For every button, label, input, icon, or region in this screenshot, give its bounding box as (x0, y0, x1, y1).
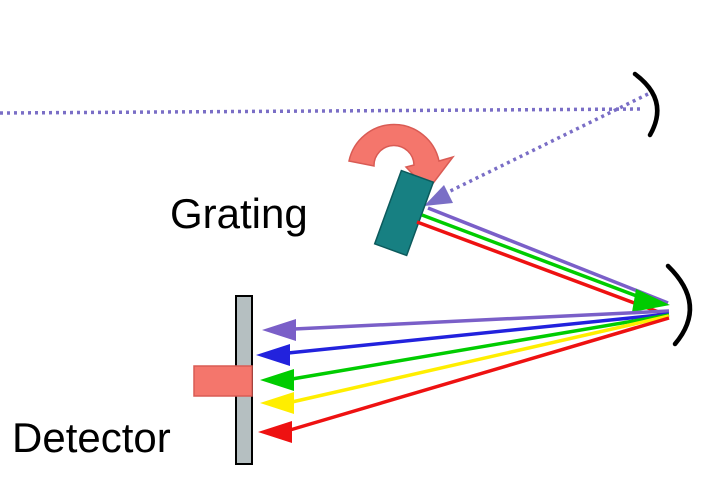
spectral-arrowhead-yellow (260, 392, 294, 414)
spectral-ray-red (289, 316, 670, 432)
rotation-arrow (348, 123, 455, 192)
beam-arrowhead-purple (424, 185, 453, 206)
mirror-to-grating-beam-dotted (435, 92, 649, 200)
spectral-ray-purple (293, 309, 670, 331)
spectral-arrowhead-red (258, 421, 292, 443)
spectral-arrowhead-blue (256, 344, 290, 366)
collimating-mirror (632, 71, 660, 138)
grating-label: Grating (170, 190, 308, 237)
focusing-mirror (665, 263, 692, 347)
detector-sensor (193, 365, 253, 397)
spectral-ray-green (291, 313, 670, 381)
spectral-arrowhead-green (260, 369, 294, 391)
spectral-ray-yellow (291, 314, 670, 404)
focusing-arrowhead-green (632, 289, 670, 312)
incident-beam-dotted (0, 107, 643, 115)
diffracted-ray-purple (427, 206, 669, 305)
spectral-ray-blue (287, 312, 670, 355)
detector-label: Detector (12, 414, 171, 461)
diffracted-ray-green (421, 213, 651, 303)
spectral-arrowhead-purple (262, 319, 296, 341)
grating-element (373, 169, 435, 257)
diffracted-ray-red (416, 220, 665, 316)
